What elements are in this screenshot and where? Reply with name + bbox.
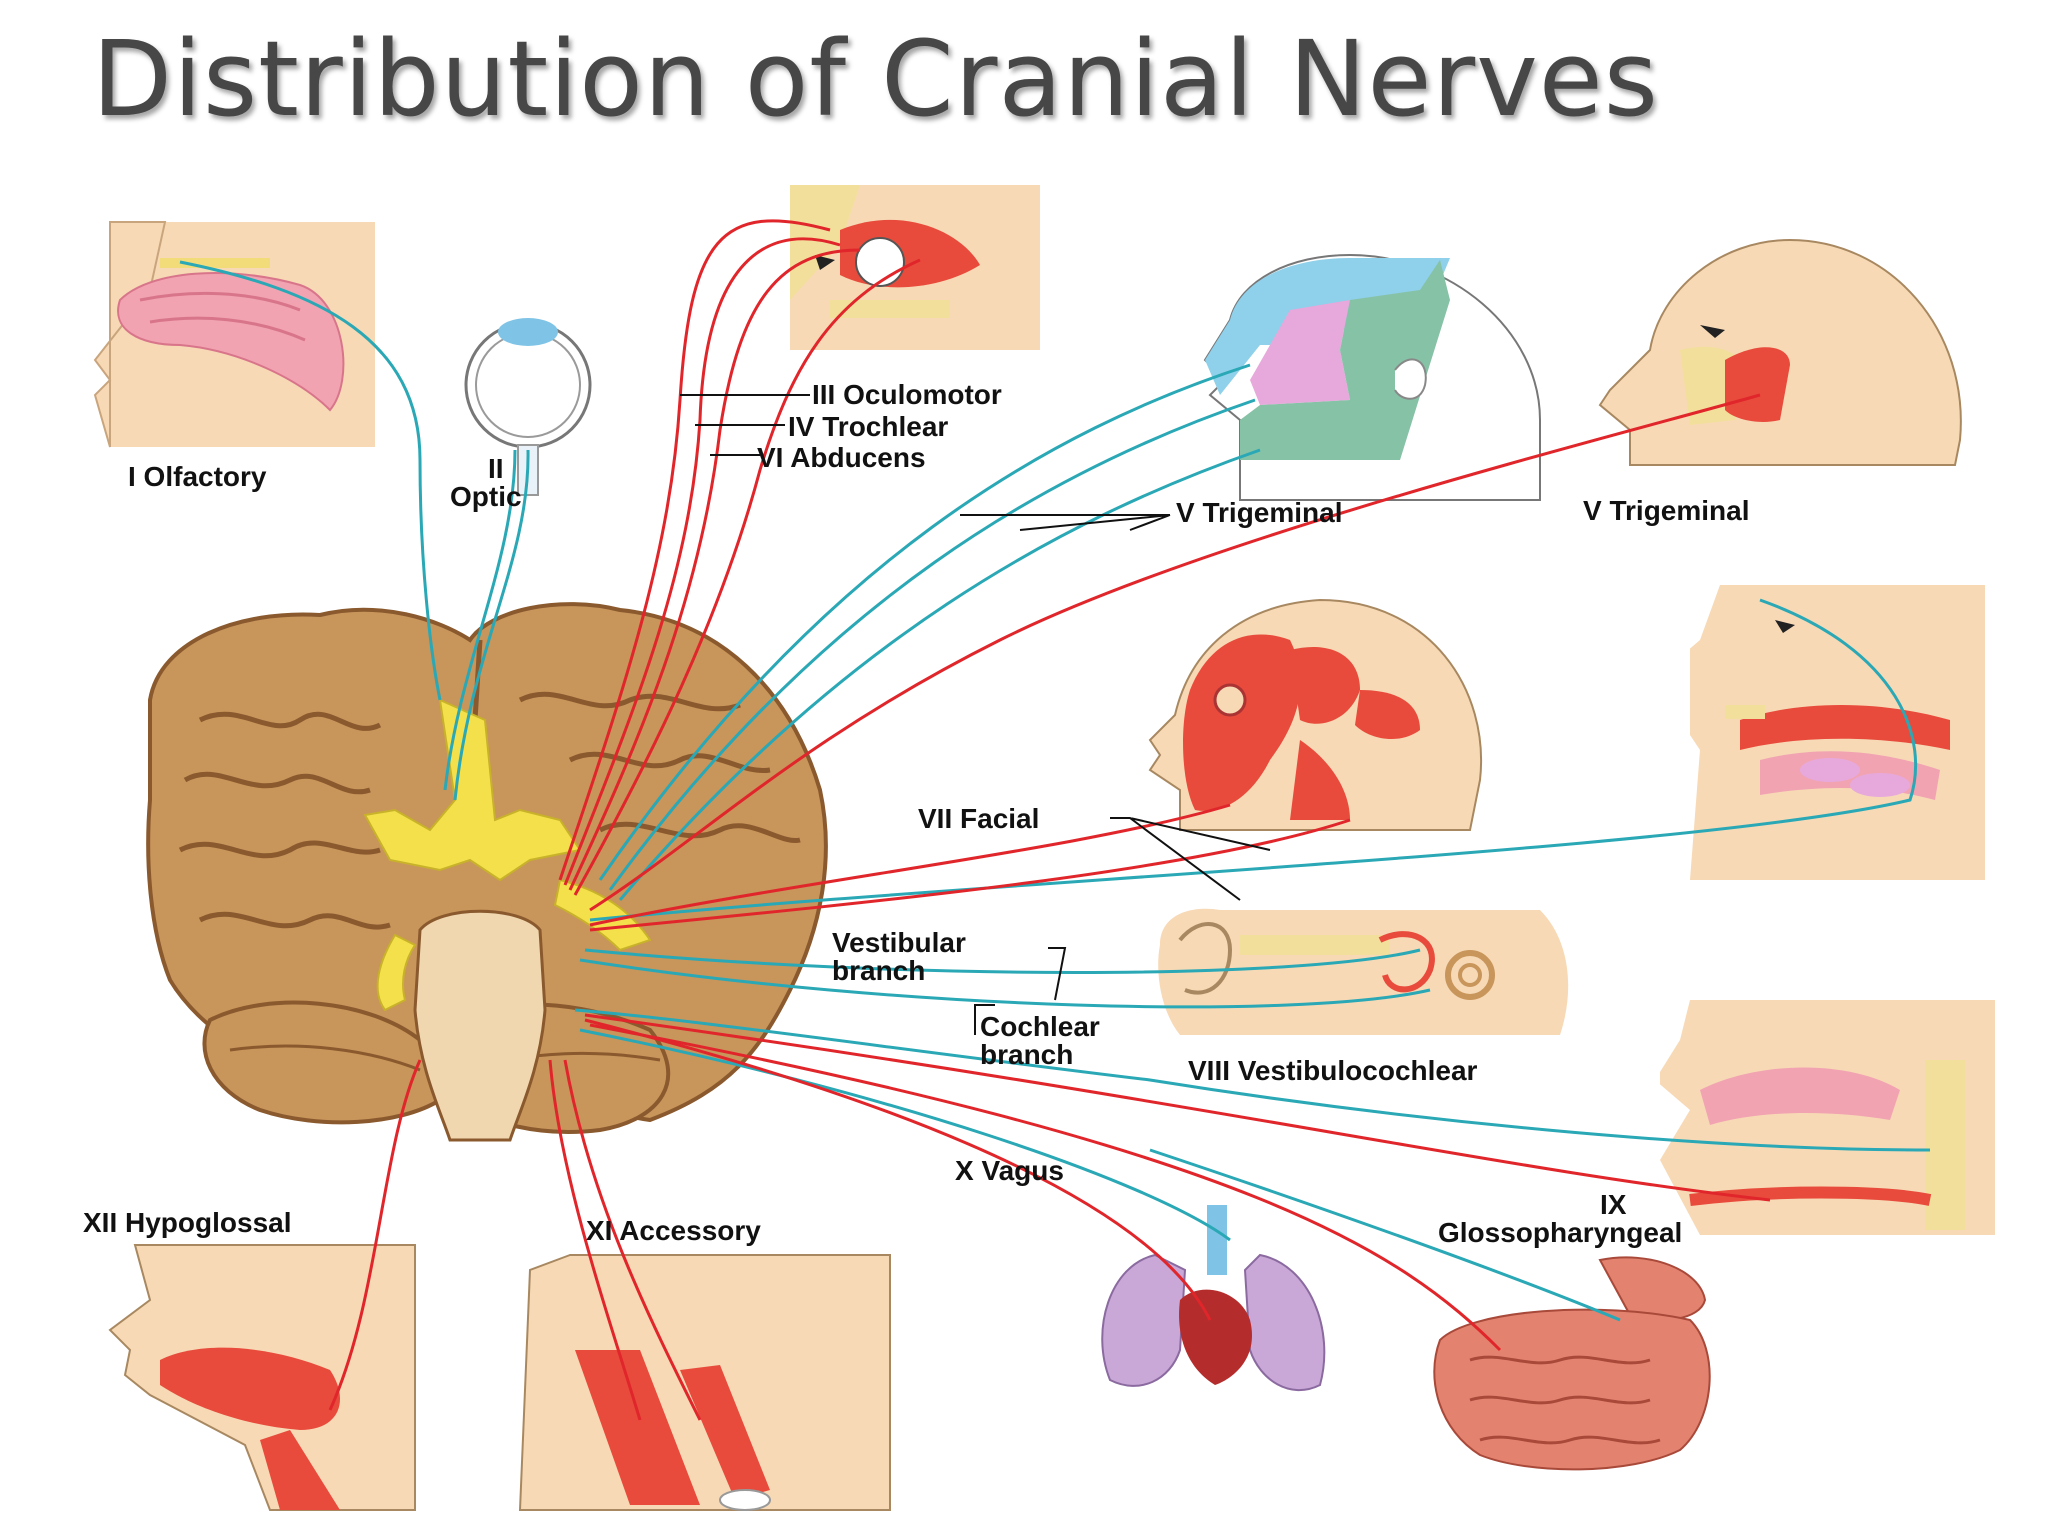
facial-muscles-head-illustration <box>1148 598 1483 831</box>
brain-inferior-view <box>146 602 828 1142</box>
label-trochlear: IV Trochlear <box>788 411 948 442</box>
label-vestibular-line1: Vestibular <box>832 927 966 958</box>
label-leader-lines <box>680 394 1271 1035</box>
trigeminal-motor-head-illustration <box>1598 238 1962 466</box>
label-olfactory: I Olfactory <box>128 461 267 492</box>
trigeminal-sensory-head-illustration <box>1203 253 1541 501</box>
label-trigeminal-sensory: V Trigeminal <box>1176 497 1343 528</box>
slide-title: Distribution of Cranial Nerves <box>92 18 1659 140</box>
label-hypoglossal: XII Hypoglossal <box>83 1207 292 1238</box>
accessory-neck-illustration <box>518 1254 891 1511</box>
motor-nerve-lines <box>328 219 1771 1421</box>
heart-lungs-illustration <box>1101 1205 1326 1391</box>
label-vestibulocochlear: VIII Vestibulocochlear <box>1188 1055 1478 1086</box>
orbit-muscles-illustration <box>790 185 1040 350</box>
label-accessory: XI Accessory <box>586 1215 761 1246</box>
label-cochlear-line2: branch <box>980 1039 1073 1070</box>
hypoglossal-tongue-illustration <box>108 1244 416 1511</box>
digestive-tract-illustration <box>1433 1256 1711 1471</box>
label-optic-name: Optic <box>450 481 522 512</box>
label-vagus: X Vagus <box>955 1155 1064 1186</box>
ear-cochlea-illustration <box>1158 908 1569 1035</box>
label-abducens: VI Abducens <box>757 442 926 473</box>
pharynx-section-illustration <box>1655 1000 1995 1235</box>
facial-sagittal-section-illustration <box>1660 585 1985 880</box>
label-optic-number: II <box>488 453 504 484</box>
sensory-nerve-lines <box>179 260 1931 1322</box>
label-facial: VII Facial <box>918 803 1039 834</box>
label-cochlear-line1: Cochlear <box>980 1011 1100 1042</box>
label-glossopharyngeal-name: Glossopharyngeal <box>1438 1217 1682 1248</box>
label-trigeminal-motor: V Trigeminal <box>1583 495 1750 526</box>
olfactory-nose-illustration <box>93 221 375 448</box>
label-oculomotor: III Oculomotor <box>812 379 1002 410</box>
label-vestibular-line2: branch <box>832 955 925 986</box>
label-glossopharyngeal-number: IX <box>1600 1189 1627 1220</box>
